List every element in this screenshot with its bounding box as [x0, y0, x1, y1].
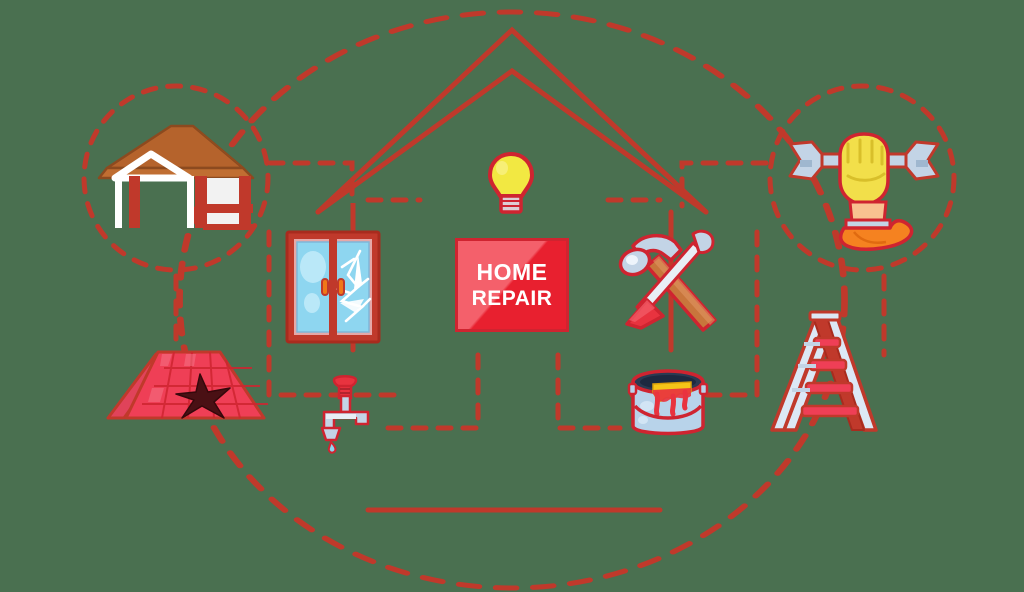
broken-window-icon[interactable]	[284, 229, 382, 345]
sign-text-block: HOME REPAIR	[455, 238, 569, 332]
connector-paint-to-sign	[555, 352, 623, 431]
home-repair-sign[interactable]: HOME REPAIR	[455, 238, 569, 332]
carport-house-icon[interactable]	[93, 120, 263, 235]
carport-dashed-circle	[81, 83, 271, 273]
house-roof-outer	[315, 26, 709, 215]
step-ladder-icon[interactable]	[768, 308, 884, 438]
hammer-screwdriver-icon[interactable]	[615, 228, 730, 333]
connector-window-to-faucet	[266, 229, 403, 398]
paint-can-icon[interactable]	[625, 366, 711, 442]
connector-faucet-to-sign	[385, 352, 481, 431]
wrench-dashed-circle	[767, 83, 957, 273]
dripping-faucet-icon[interactable]	[316, 372, 378, 454]
sign-line-2: REPAIR	[471, 287, 553, 310]
wrench-hand-icon[interactable]	[778, 118, 950, 253]
house-roof-inner	[315, 67, 709, 215]
light-bulb-icon[interactable]	[486, 150, 536, 218]
damaged-roof-icon[interactable]	[102, 348, 270, 426]
sign-line-1: HOME	[476, 259, 548, 285]
outer-dashed-ellipse	[176, 9, 848, 591]
connector-wrench-to-center	[679, 160, 769, 209]
sign-plate	[455, 238, 569, 332]
connector-carport-to-center	[267, 160, 355, 209]
